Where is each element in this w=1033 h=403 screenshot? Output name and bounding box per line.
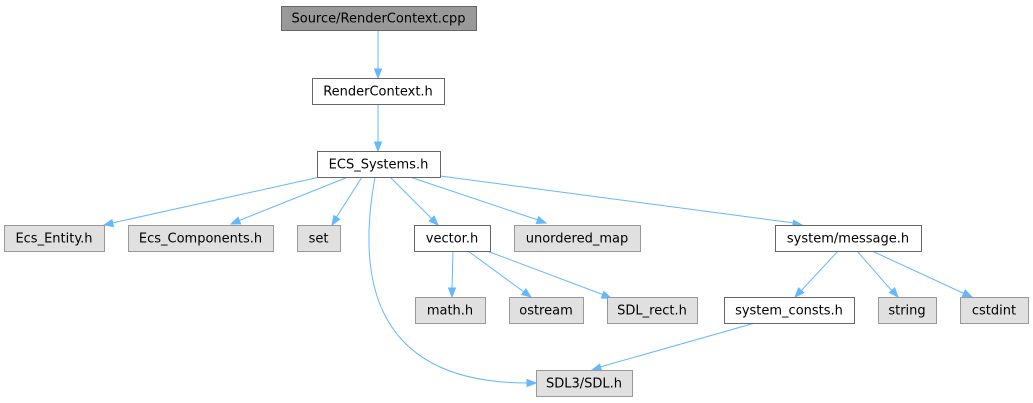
arrowhead-icon xyxy=(102,218,115,228)
node-label: vector.h xyxy=(426,232,478,247)
edge-ecs-msg xyxy=(439,175,804,228)
edge-ecs-umap xyxy=(409,176,548,224)
node-box xyxy=(128,225,274,252)
node-box xyxy=(312,78,445,105)
node-box xyxy=(724,297,855,324)
node-msg[interactable]: system/message.h xyxy=(775,225,922,252)
node-consts[interactable]: system_consts.h xyxy=(724,297,855,324)
node-label: Ecs_Components.h xyxy=(139,232,262,247)
node-rc[interactable]: RenderContext.h xyxy=(312,78,445,105)
node-cstdint: cstdint xyxy=(960,297,1029,324)
edge-ecs-sdl xyxy=(368,176,538,388)
node-label: ECS_Systems.h xyxy=(329,158,429,173)
edge-ecs-set xyxy=(331,176,363,227)
arrowhead-icon xyxy=(526,378,538,388)
arrowhead-icon xyxy=(961,289,974,298)
edge-msg-string xyxy=(856,250,899,299)
edge-vector-ostream xyxy=(467,250,533,298)
edge-line xyxy=(368,176,529,384)
edge-vector-math xyxy=(447,250,457,299)
edge-line xyxy=(451,250,454,290)
node-box xyxy=(4,225,105,252)
edge-line xyxy=(486,250,605,296)
node-box xyxy=(297,225,341,252)
node-sdlrect: SDL_rect.h xyxy=(607,297,698,324)
edge-ecs-comps xyxy=(229,176,349,225)
edge-ecs-entity xyxy=(102,176,321,228)
node-label: cstdint xyxy=(972,304,1016,319)
node-label: set xyxy=(309,232,329,247)
arrowhead-icon xyxy=(373,68,383,80)
edge-msg-consts xyxy=(794,250,839,299)
edge-line xyxy=(871,250,966,295)
edge-consts-sdl xyxy=(590,322,756,372)
node-box xyxy=(536,370,633,397)
node-label: SDL_rect.h xyxy=(617,304,687,319)
edge-line xyxy=(111,176,321,224)
arrowhead-icon xyxy=(229,216,242,225)
edge-line xyxy=(856,250,894,293)
edge-line xyxy=(439,175,795,224)
edge-rc-ecs xyxy=(373,104,383,153)
edge-line xyxy=(335,176,363,219)
arrowhead-icon xyxy=(447,287,457,299)
edge-msg-cstdint xyxy=(871,250,974,298)
node-box xyxy=(960,297,1029,324)
node-vector[interactable]: vector.h xyxy=(414,225,491,252)
arrowhead-icon xyxy=(331,214,341,227)
node-label: unordered_map xyxy=(526,232,629,247)
node-ecs[interactable]: ECS_Systems.h xyxy=(317,151,441,178)
edge-line xyxy=(599,322,756,368)
edges-layer xyxy=(102,30,974,388)
node-label: SDL3/SDL.h xyxy=(546,377,622,392)
node-box xyxy=(317,151,441,178)
edge-line xyxy=(237,176,349,222)
arrowhead-icon xyxy=(600,290,613,299)
arrowhead-icon xyxy=(794,287,805,299)
edge-line xyxy=(467,250,525,293)
arrowhead-icon xyxy=(428,215,439,226)
arrowhead-icon xyxy=(888,287,899,299)
node-umap: unordered_map xyxy=(514,225,641,252)
edge-vector-sdlrect xyxy=(486,250,613,299)
node-label: ostream xyxy=(519,304,573,319)
node-math: math.h xyxy=(415,297,486,324)
node-set: set xyxy=(297,225,341,252)
arrowhead-icon xyxy=(535,215,548,224)
arrowhead-icon xyxy=(590,363,603,372)
node-box xyxy=(878,297,937,324)
edge-root-rc xyxy=(373,30,383,80)
node-comps: Ecs_Components.h xyxy=(128,225,274,252)
node-label: string xyxy=(888,304,925,319)
node-box xyxy=(281,6,477,31)
edge-line xyxy=(799,250,839,293)
node-sdl: SDL3/SDL.h xyxy=(536,370,633,397)
nodes-layer: Source/RenderContext.cppRenderContext.hE… xyxy=(4,6,1029,397)
arrowhead-icon xyxy=(373,141,383,153)
node-box xyxy=(415,297,486,324)
node-string: string xyxy=(878,297,937,324)
node-ostream: ostream xyxy=(509,297,584,324)
node-label: math.h xyxy=(427,304,473,319)
node-label: RenderContext.h xyxy=(323,85,433,100)
edge-ecs-vector xyxy=(389,176,439,226)
node-label: Ecs_Entity.h xyxy=(15,232,92,247)
node-label: Source/RenderContext.cpp xyxy=(291,12,465,27)
node-box xyxy=(775,225,922,252)
node-box xyxy=(414,225,491,252)
node-label: system_consts.h xyxy=(735,304,843,319)
node-root[interactable]: Source/RenderContext.cpp xyxy=(281,6,477,31)
node-label: system/message.h xyxy=(787,232,909,247)
node-entity: Ecs_Entity.h xyxy=(4,225,105,252)
arrowhead-icon xyxy=(520,287,533,298)
edge-line xyxy=(409,176,539,221)
node-box xyxy=(607,297,698,324)
node-box xyxy=(514,225,641,252)
edge-line xyxy=(389,176,433,220)
node-box xyxy=(509,297,584,324)
